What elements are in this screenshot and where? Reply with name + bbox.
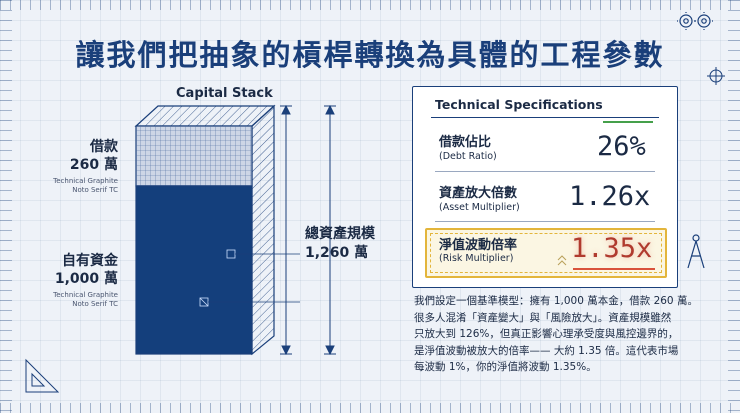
capital-stack-diagram — [134, 104, 336, 356]
paragraph-line: 很多人混淆「資產變大」與「風險放大」。資產規模雖然 — [414, 311, 672, 324]
debt-font-note-1: Technical Graphite — [53, 177, 118, 185]
paragraph-line: 每波動 1%，你的淨值將波動 1.35%。 — [414, 361, 597, 373]
explanation-paragraph: 我們設定一個基準模型：擁有 1,000 萬本金，借款 260 萬。 很多人混淆「… — [414, 293, 714, 376]
debt-value: 260 萬 — [69, 157, 118, 173]
left-ruler — [0, 0, 12, 413]
technical-specs-card: Technical Specifications 借款佔比 (Debt Rati… — [412, 86, 678, 288]
spec-row-3-sub: (Risk Multiplier) — [439, 253, 514, 264]
stack-side-face — [251, 104, 275, 356]
spec-row-1-label: 借款佔比 — [439, 135, 492, 150]
equity-block — [135, 185, 253, 355]
asset-multiplier-value: 1.26x — [569, 181, 651, 212]
paragraph-line: 是淨值波動被放大的倍率—— 大約 1.35 倍。這代表市場 — [414, 344, 679, 357]
crosshair-icon — [707, 67, 725, 85]
specs-heading: Technical Specifications — [435, 97, 603, 112]
risk-multiplier-value: 1.35x — [571, 233, 653, 264]
debt-label: 借款 — [90, 139, 118, 155]
spec-row-2-label: 資產放大倍數 — [439, 186, 518, 201]
right-ruler — [728, 0, 740, 413]
double-chevron-up-icon — [557, 255, 567, 266]
risk-multiplier-accent — [573, 268, 655, 270]
spec-row-3-label: 淨值波動倍率 — [439, 238, 518, 253]
equity-font-note-2: Noto Serif TC — [72, 300, 118, 308]
debt-font-note-2: Noto Serif TC — [72, 186, 118, 194]
stack-top-face — [134, 105, 276, 127]
total-value: 1,260 萬 — [305, 245, 369, 261]
paragraph-line: 我們設定一個基準模型：擁有 1,000 萬本金，借款 260 萬。 — [414, 295, 698, 307]
total-label: 總資產規模 — [305, 226, 375, 242]
spec-row-1-sub: (Debt Ratio) — [439, 151, 497, 162]
triangle-icon — [25, 358, 60, 393]
capital-stack-title: Capital Stack — [176, 86, 273, 101]
debt-ratio-accent — [603, 121, 653, 123]
equity-label: 自有資金 — [62, 253, 118, 269]
bottom-ruler — [0, 403, 740, 413]
compass-icon — [687, 234, 705, 269]
gear-icon — [677, 12, 713, 30]
page-title: 讓我們把抽象的槓桿轉換為具體的工程參數 — [75, 38, 665, 72]
top-ruler — [0, 0, 740, 10]
paragraph-line: 只放大到 126%，但真正影響心理承受度與風控邊界的， — [414, 328, 679, 340]
equity-font-note-1: Technical Graphite — [53, 291, 118, 299]
debt-ratio-value: 26% — [597, 131, 646, 162]
spec-row-2-sub: (Asset Multiplier) — [439, 202, 520, 213]
equity-value: 1,000 萬 — [54, 271, 118, 287]
